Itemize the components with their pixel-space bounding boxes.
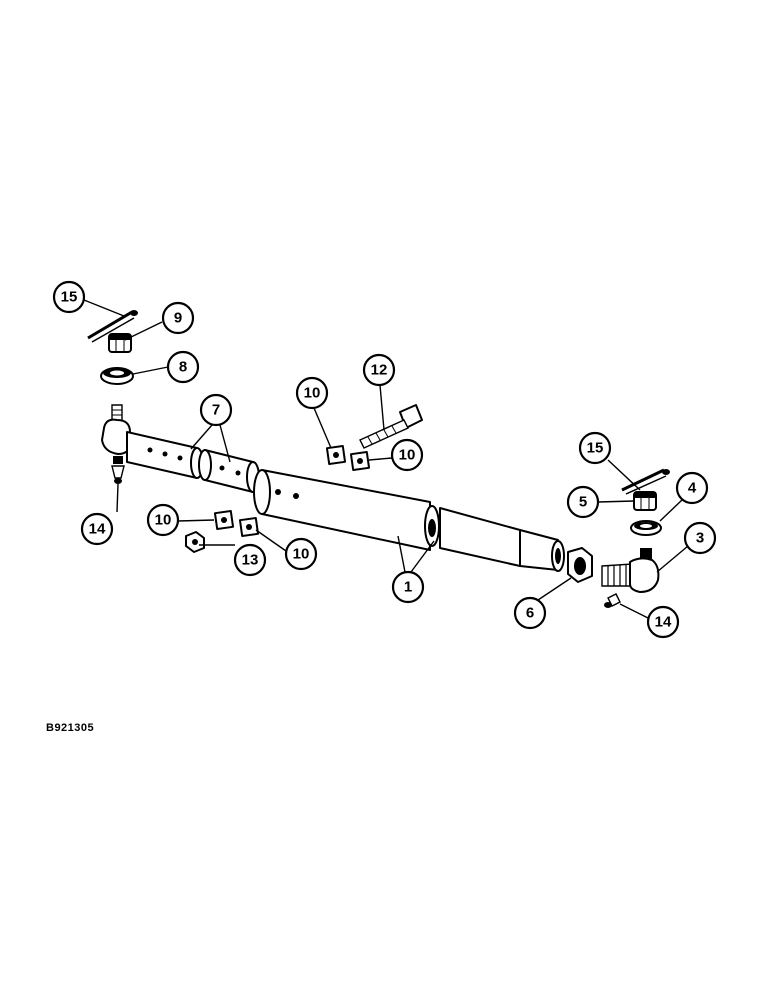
callout-13: 13 [233,543,267,577]
left-cotter-pin [87,310,138,343]
svg-text:8: 8 [179,359,187,376]
left-grease-fitting [111,456,125,484]
callout-10-right: 10 [390,438,424,472]
left-sleeve-tubes [126,431,260,493]
square-nut-left [213,509,235,531]
svg-text:9: 9 [174,310,182,327]
callout-14-left: 14 [80,512,114,546]
clamp-bolt [359,404,423,449]
square-nut-top [325,444,347,466]
svg-text:10: 10 [304,385,321,402]
callout-10-bottom: 10 [284,537,318,571]
callout-5: 5 [566,485,600,519]
callout-9: 9 [161,301,195,335]
svg-text:5: 5 [579,494,587,511]
svg-text:15: 15 [587,440,604,457]
svg-text:14: 14 [655,614,672,631]
right-tie-rod-end [601,548,660,593]
drawing-code: B921305 [46,722,95,734]
square-nut-right [349,450,371,472]
callout-8: 8 [166,350,200,384]
svg-text:13: 13 [242,552,259,569]
callout-10-top: 10 [295,376,329,410]
right-grease-fitting [604,593,621,608]
square-nut-bottom [238,516,260,538]
svg-text:10: 10 [399,447,416,464]
svg-text:10: 10 [155,512,172,529]
right-cotter-pin [621,468,670,495]
leader-lines [83,299,689,619]
svg-text:7: 7 [212,402,220,419]
right-seal-washer [630,520,662,536]
callout-15-right: 15 [578,431,612,465]
svg-text:3: 3 [696,530,704,547]
svg-text:14: 14 [89,521,106,538]
jam-nut [567,547,593,583]
left-castle-nut [108,333,132,353]
right-castle-nut [633,491,657,511]
callout-14-right: 14 [646,605,680,639]
left-tie-rod-end [101,404,131,455]
callout-15-left: 15 [52,280,86,314]
svg-text:15: 15 [61,289,78,306]
callout-4: 4 [675,471,709,505]
main-tube [253,469,565,572]
callout-10-left: 10 [146,503,180,537]
left-seal-washer [100,367,134,385]
callout-7: 7 [199,393,233,427]
svg-text:4: 4 [688,480,697,497]
svg-text:12: 12 [371,362,388,379]
callout-1: 1 [391,570,425,604]
callout-3: 3 [683,521,717,555]
hex-nut [185,531,205,553]
callout-6: 6 [513,596,547,630]
svg-text:1: 1 [404,579,412,596]
svg-text:6: 6 [526,605,534,622]
svg-text:10: 10 [293,546,310,563]
callout-12: 12 [362,353,396,387]
